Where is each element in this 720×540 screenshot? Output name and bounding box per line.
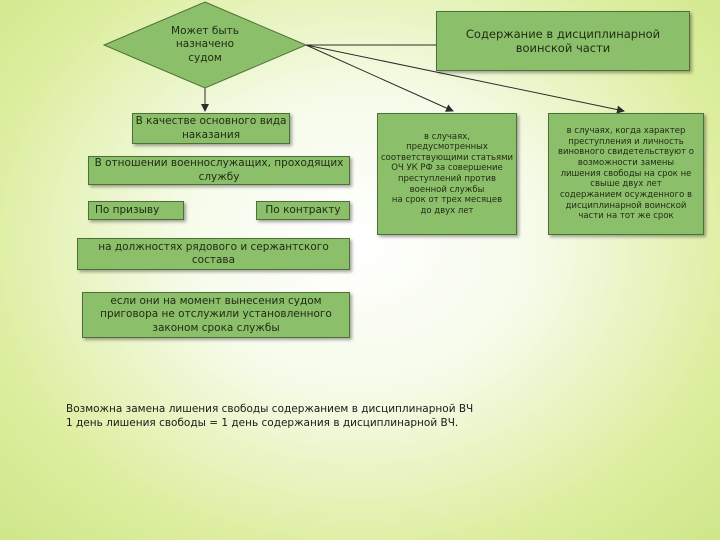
servicemen-box: В отношении военнослужащих, проходящих с…: [88, 156, 350, 185]
ranks-box: на должностях рядового и сержантского со…: [77, 238, 350, 270]
note-line-1: Возможна замена лишения свободы содержан…: [66, 403, 474, 415]
conscript-box: По призыву: [88, 201, 184, 220]
diamond-label: Может быть назначено судом: [171, 25, 239, 64]
cases-replace-box: в случаях, когда характер преступления и…: [548, 113, 704, 235]
arrow-diamond-cases-uk: [305, 44, 454, 112]
not-served-box: если они на момент вынесения судом приго…: [82, 292, 350, 338]
main-type-box: В качестве основного вида наказания: [132, 113, 290, 144]
cases-uk-box: в случаях, предусмотренных соответствующ…: [377, 113, 517, 235]
contract-box: По контракту: [256, 201, 350, 220]
header-box: Содержание в дисциплинарной воинской час…: [436, 11, 690, 71]
note-line-2: 1 день лишения свободы = 1 день содержан…: [66, 417, 459, 430]
replacement-note: Возможна замена лишения свободы содержан…: [66, 402, 473, 430]
arrow-diamond-cases-replace: [305, 44, 625, 114]
